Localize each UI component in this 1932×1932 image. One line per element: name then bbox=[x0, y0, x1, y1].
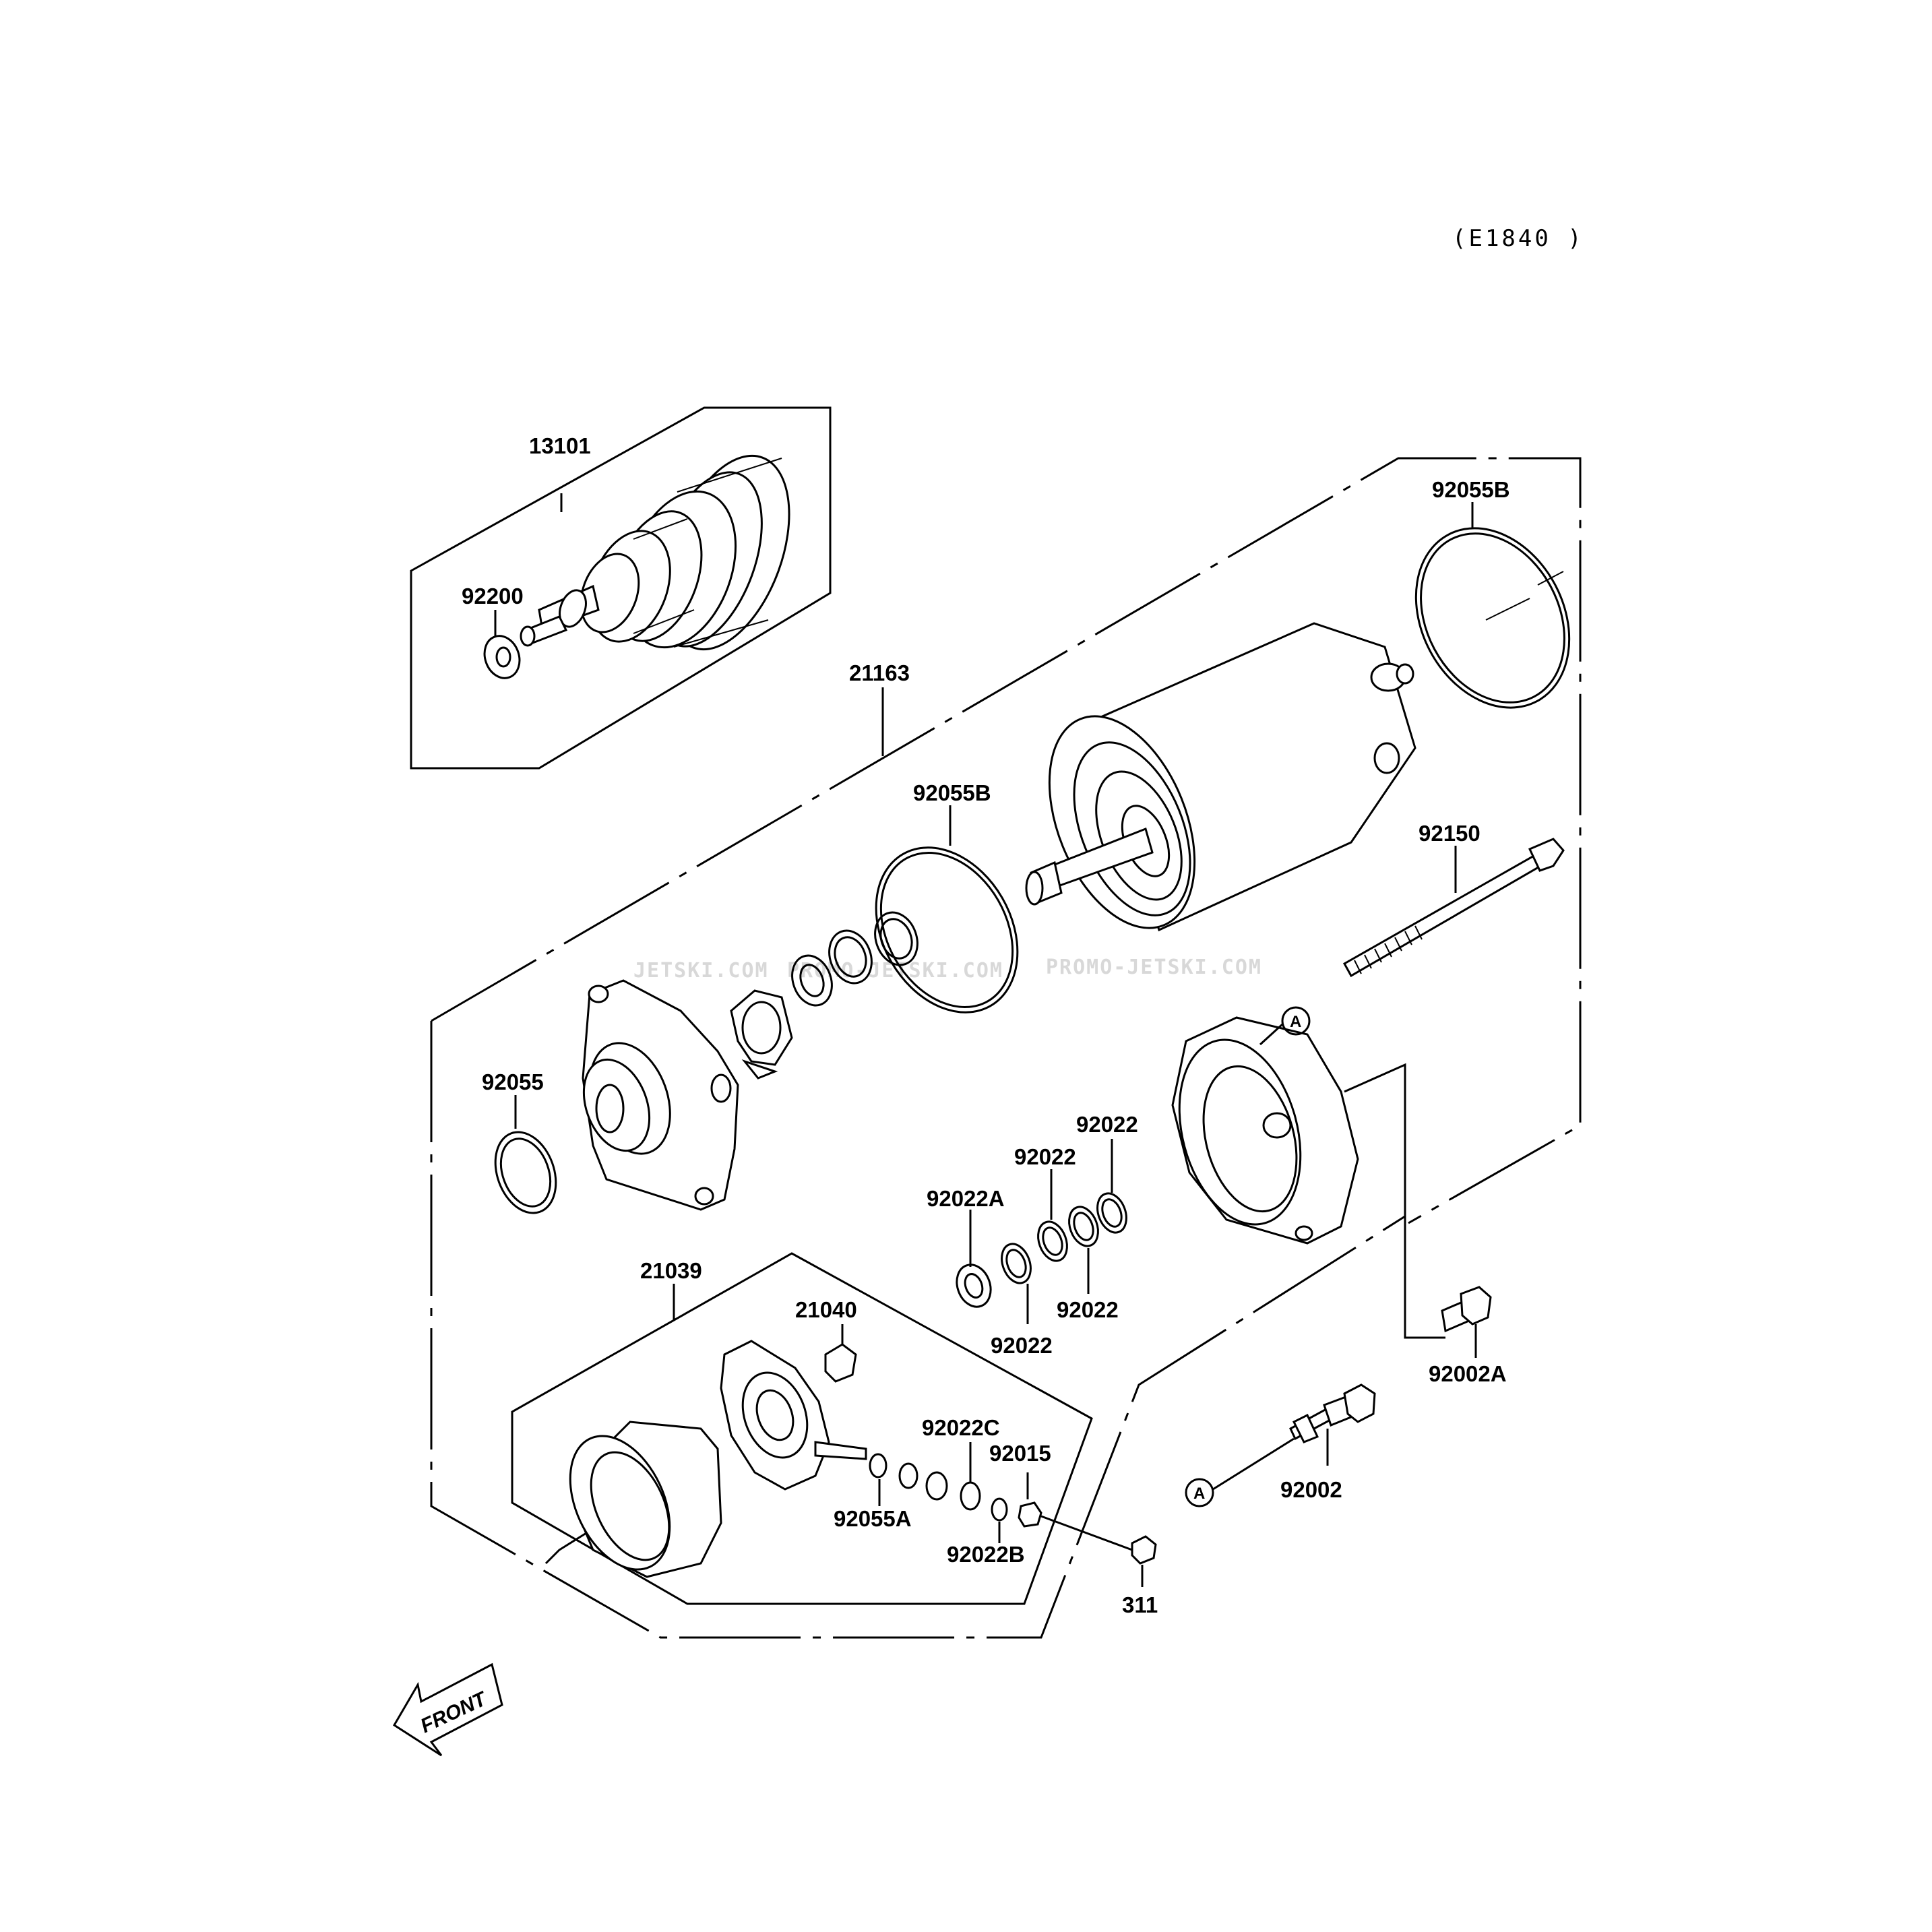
watermark-left: JETSKI.COM bbox=[633, 959, 769, 983]
label-92022-a: 92022 bbox=[1076, 1112, 1138, 1137]
label-92015: 92015 bbox=[989, 1441, 1051, 1466]
starter-clutch-13101 bbox=[520, 454, 790, 651]
box-21163 bbox=[430, 457, 1582, 1639]
front-arrow: FRONT bbox=[392, 1662, 503, 1757]
leader-92002A bbox=[1344, 1063, 1445, 1339]
label-92022-c: 92022 bbox=[1057, 1297, 1119, 1322]
svg-text:A: A bbox=[1290, 1013, 1301, 1031]
label-13101: 13101 bbox=[529, 433, 591, 458]
bolt-92150 bbox=[1342, 838, 1565, 978]
terminal-hardware bbox=[869, 1442, 1157, 1587]
label-92022-b: 92022 bbox=[1014, 1144, 1076, 1169]
label-92022-d: 92022 bbox=[991, 1333, 1053, 1358]
label-92055B-top: 92055B bbox=[1432, 477, 1510, 502]
label-21040: 21040 bbox=[795, 1297, 857, 1322]
label-92055B-mid: 92055B bbox=[913, 780, 991, 805]
box-21039 bbox=[511, 1252, 1093, 1605]
front-cover bbox=[582, 979, 739, 1211]
label-21039: 21039 bbox=[640, 1258, 702, 1283]
box-13101 bbox=[410, 406, 832, 770]
starter-motor-yoke bbox=[1025, 622, 1416, 932]
svg-text:A: A bbox=[1193, 1485, 1205, 1503]
label-92002A: 92002A bbox=[1429, 1361, 1507, 1386]
label-92002: 92002 bbox=[1280, 1477, 1342, 1502]
reference-mark-a-upper: A bbox=[1259, 1006, 1311, 1046]
washers-92022 bbox=[956, 1139, 1127, 1324]
label-21163: 21163 bbox=[849, 660, 910, 685]
brush-housing bbox=[544, 1421, 722, 1578]
brush-plate-21040 bbox=[720, 1324, 867, 1491]
rear-end-cover bbox=[1171, 1016, 1359, 1245]
o-ring-92055 bbox=[494, 1095, 557, 1214]
label-311: 311 bbox=[1122, 1592, 1158, 1617]
o-ring-92055B-top bbox=[1414, 502, 1571, 709]
label-92200: 92200 bbox=[462, 584, 524, 609]
washer-92200 bbox=[483, 610, 521, 679]
lock-plate bbox=[730, 989, 793, 1080]
reference-mark-a-lower: A bbox=[1185, 1478, 1214, 1507]
label-92055: 92055 bbox=[482, 1069, 544, 1094]
label-92022A: 92022A bbox=[927, 1186, 1005, 1211]
bolt-92002 bbox=[1212, 1383, 1376, 1491]
label-92022C: 92022C bbox=[922, 1415, 1000, 1440]
label-92022B: 92022B bbox=[947, 1542, 1025, 1567]
label-92150: 92150 bbox=[1419, 821, 1481, 846]
watermark-right: PROMO-JETSKI.COM bbox=[1046, 956, 1262, 979]
figure-code: (E1840 ) bbox=[1452, 225, 1584, 252]
bolt-92002A bbox=[1441, 1286, 1492, 1358]
label-92055A: 92055A bbox=[834, 1506, 912, 1531]
box-13101-outline bbox=[410, 406, 832, 770]
shim-washers bbox=[791, 911, 918, 1007]
